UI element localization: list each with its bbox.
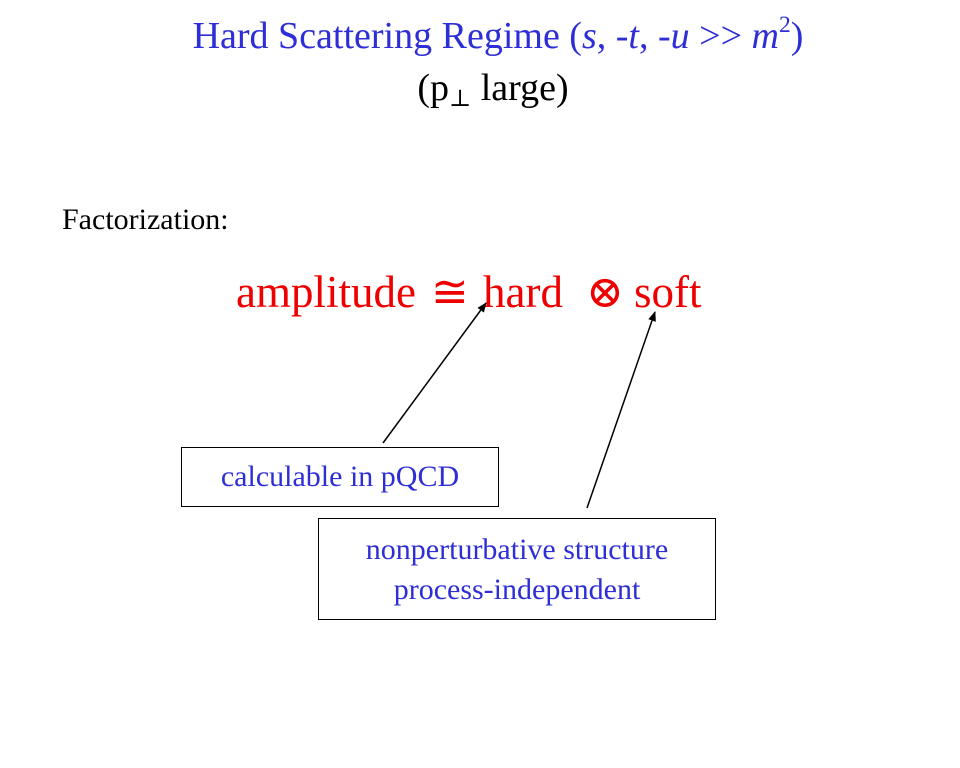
title-exponent: 2 xyxy=(778,11,791,38)
arrow-to-hard xyxy=(382,302,487,444)
formula-otimes: ⊗ xyxy=(586,267,624,317)
soft-annotation-box: nonperturbative structure process-indepe… xyxy=(318,518,716,620)
formula-hard: hard xyxy=(483,267,563,317)
formula-amplitude: amplitude xyxy=(236,267,416,317)
hard-annotation-box: calculable in pQCD xyxy=(181,447,499,507)
formula-soft: soft xyxy=(634,267,702,317)
title-comma-2: , xyxy=(638,15,658,57)
title-var-m: m xyxy=(751,15,779,57)
title-much-greater: >> xyxy=(689,15,752,57)
subtitle-open: (p xyxy=(417,67,450,109)
factorization-label: Factorization: xyxy=(62,203,229,236)
formula-relation: ≅ xyxy=(431,267,469,317)
hard-annotation-text: calculable in pQCD xyxy=(220,460,460,493)
soft-annotation-line-1: nonperturbative structure xyxy=(365,533,669,566)
arrow-to-soft xyxy=(586,311,656,509)
soft-annotation-line-2: process-independent xyxy=(393,573,641,606)
perp-symbol: ⊥ xyxy=(449,85,472,112)
slide-title: Hard Scattering Regime (s, -t, -u >> m2) xyxy=(0,12,960,65)
title-var-s: s xyxy=(581,15,597,57)
title-comma-1: , xyxy=(596,15,616,57)
title-var-t: -t xyxy=(615,15,639,57)
title-var-u: -u xyxy=(657,15,690,57)
title-main-text: Hard Scattering Regime ( xyxy=(192,15,582,57)
title-close-paren: ) xyxy=(790,15,804,57)
subtitle-rest: large) xyxy=(471,67,569,109)
slide-subtitle: (p⊥ large) xyxy=(0,64,960,117)
